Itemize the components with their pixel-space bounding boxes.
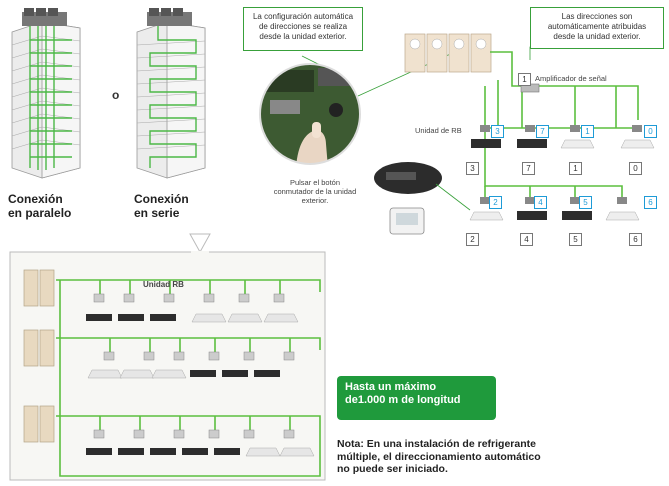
- row2-blue-address: 6: [644, 196, 657, 209]
- row2-gray-address: 4: [520, 233, 533, 246]
- row2-blue-address: 5: [579, 196, 592, 209]
- series-detail-diagram: [9, 233, 326, 481]
- rb-unit-label-bottom: Unidad RB: [143, 280, 184, 289]
- max-length-badge: Hasta un máximo de1.000 m de longitud: [337, 376, 496, 420]
- parallel-connection-label: Conexión en paralelo: [8, 192, 72, 220]
- pcb-button-photo: [259, 63, 361, 165]
- row1-gray-address: 0: [629, 162, 642, 175]
- row1-blue-address: 3: [491, 125, 504, 138]
- buildings-illustration: [11, 8, 206, 179]
- row2-blue-address: 2: [489, 196, 502, 209]
- row1-blue-address: 7: [536, 125, 549, 138]
- signal-amplifier-label: Amplificador de señal: [535, 74, 607, 83]
- multi-refrigerant-note: Nota: En una instalación de refrigerante…: [337, 438, 541, 475]
- rb-unit-label: Unidad de RB: [415, 126, 462, 135]
- row1-gray-address: 7: [522, 162, 535, 175]
- addresses-assigned-callout: Las direcciones son automáticamente atri…: [530, 7, 664, 49]
- row1-blue-address: 1: [581, 125, 594, 138]
- building-series: [136, 8, 206, 179]
- press-button-caption: Pulsar el botón conmutador de la unidad …: [273, 178, 357, 205]
- row2-gray-address: 2: [466, 233, 479, 246]
- row2-blue-address: 4: [534, 196, 547, 209]
- row1-gray-address: 1: [569, 162, 582, 175]
- row2-gray-address: 5: [569, 233, 582, 246]
- amp-address: 1: [518, 73, 531, 86]
- auto-config-callout: La configuración automática de direccion…: [243, 7, 363, 51]
- row1-gray-address: 3: [466, 162, 479, 175]
- row2-gray-address: 6: [629, 233, 642, 246]
- addressing-diagram: [301, 33, 655, 235]
- or-label: o: [112, 88, 120, 102]
- building-parallel: [11, 8, 81, 179]
- series-connection-label: Conexión en serie: [134, 192, 189, 220]
- row1-blue-address: 0: [644, 125, 657, 138]
